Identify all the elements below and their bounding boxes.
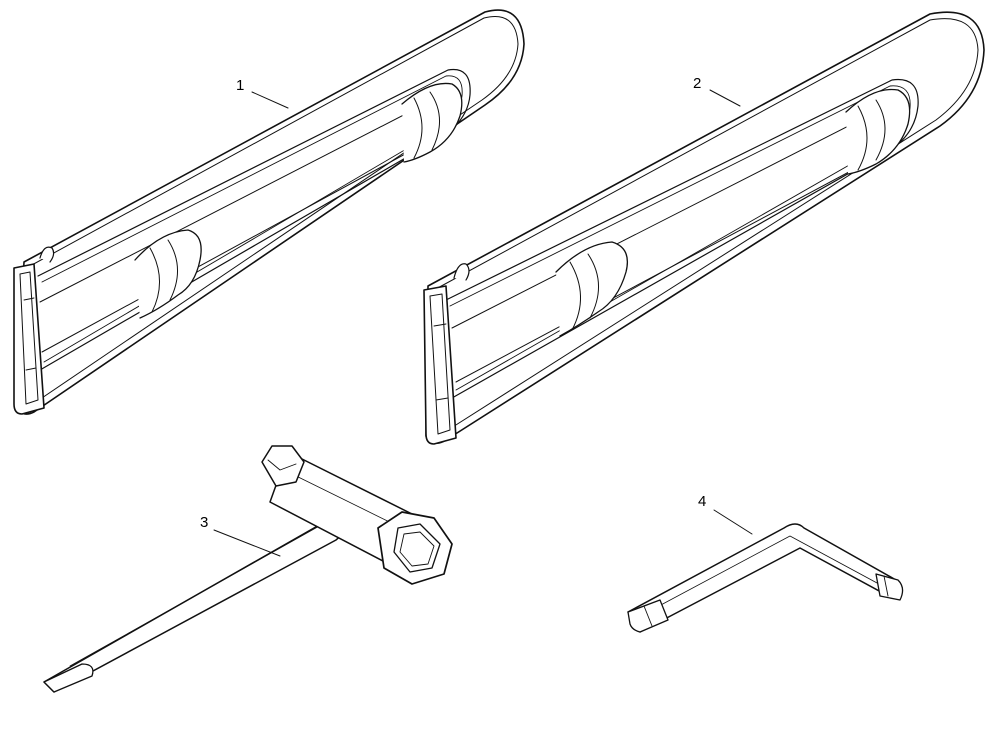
- bar-cover-2: [423, 11, 985, 445]
- callout-4: 4: [698, 493, 707, 510]
- combination-wrench: [43, 445, 453, 693]
- callout-3: 3: [200, 514, 209, 531]
- leader-line-1: [251, 91, 289, 109]
- leader-line-3: [213, 529, 281, 557]
- leader-line-2: [709, 89, 741, 107]
- callout-2: 2: [693, 75, 702, 92]
- leader-line-4: [713, 509, 753, 535]
- callout-1: 1: [236, 77, 245, 94]
- bar-cover-1: [13, 9, 525, 415]
- leader-lines: [213, 89, 753, 557]
- hex-key: [627, 523, 904, 633]
